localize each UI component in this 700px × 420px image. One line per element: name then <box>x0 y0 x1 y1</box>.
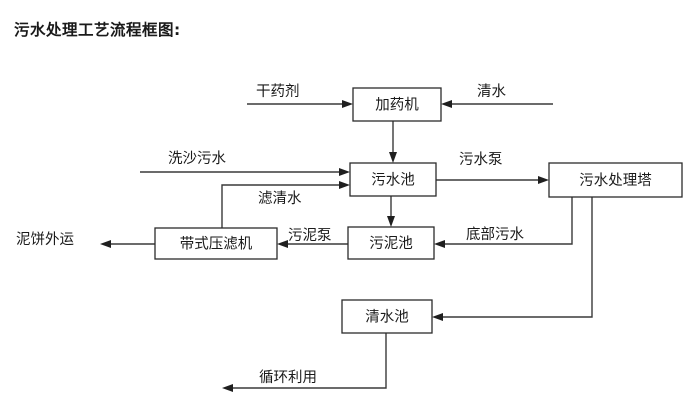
edge-belt-filter-press-to-mud-cake-out <box>100 240 155 248</box>
edge-label-mud-cake-out: 泥饼外运 <box>16 231 74 248</box>
edge-filtered-water-to-wastewater-pool <box>221 181 350 228</box>
node-treatment-tower[interactable]: 污水处理塔 <box>548 162 683 198</box>
edge-wastewater-pool-to-treatment-tower <box>436 176 549 184</box>
node-clean-water-pool[interactable]: 清水池 <box>341 299 433 334</box>
edge-clean-water-to-dosing-machine <box>441 100 553 108</box>
edge-sludge-pool-to-belt-filter-press <box>277 240 348 248</box>
node-label-sludge-pool: 污泥池 <box>369 235 413 252</box>
edge-label-sand-wash-water: 洗沙污水 <box>168 150 226 167</box>
edge-label-dry-chemical: 干药剂 <box>256 83 300 100</box>
page-title: 污水处理工艺流程框图: <box>14 21 181 39</box>
node-label-wastewater-pool: 污水池 <box>371 172 415 189</box>
node-label-dosing-machine: 加药机 <box>375 97 419 114</box>
edge-treatment-tower-to-clean-water-pool <box>432 197 593 321</box>
edge-label-sewage-pump: 污水泵 <box>459 151 503 168</box>
node-dosing-machine[interactable]: 加药机 <box>352 87 442 122</box>
edge-label-recycle-reuse: 循环利用 <box>259 369 317 386</box>
edge-treatment-tower-to-sludge-pool <box>434 197 573 248</box>
edge-wastewater-pool-to-sludge-pool <box>387 196 395 227</box>
edge-dosing-machine-to-wastewater-pool <box>389 121 397 163</box>
node-sludge-pool[interactable]: 污泥池 <box>347 226 435 260</box>
node-label-belt-filter-press: 带式压滤机 <box>180 236 253 253</box>
edge-label-sludge-pump: 污泥泵 <box>288 227 332 244</box>
node-belt-filter-press[interactable]: 带式压滤机 <box>154 227 278 260</box>
edge-label-bottom-sewage: 底部污水 <box>466 226 524 243</box>
edge-label-filtered-water: 滤清水 <box>258 190 302 207</box>
node-label-treatment-tower: 污水处理塔 <box>579 172 652 189</box>
edge-label-clean-water-in: 清水 <box>477 83 506 100</box>
edge-sand-wash-water-to-wastewater-pool <box>140 168 350 176</box>
edge-dry-chemical-to-dosing-machine <box>247 100 353 108</box>
edge-clean-water-pool-to-recycle <box>222 333 387 392</box>
node-label-clean-water-pool: 清水池 <box>365 309 409 326</box>
node-wastewater-pool[interactable]: 污水池 <box>349 162 437 197</box>
